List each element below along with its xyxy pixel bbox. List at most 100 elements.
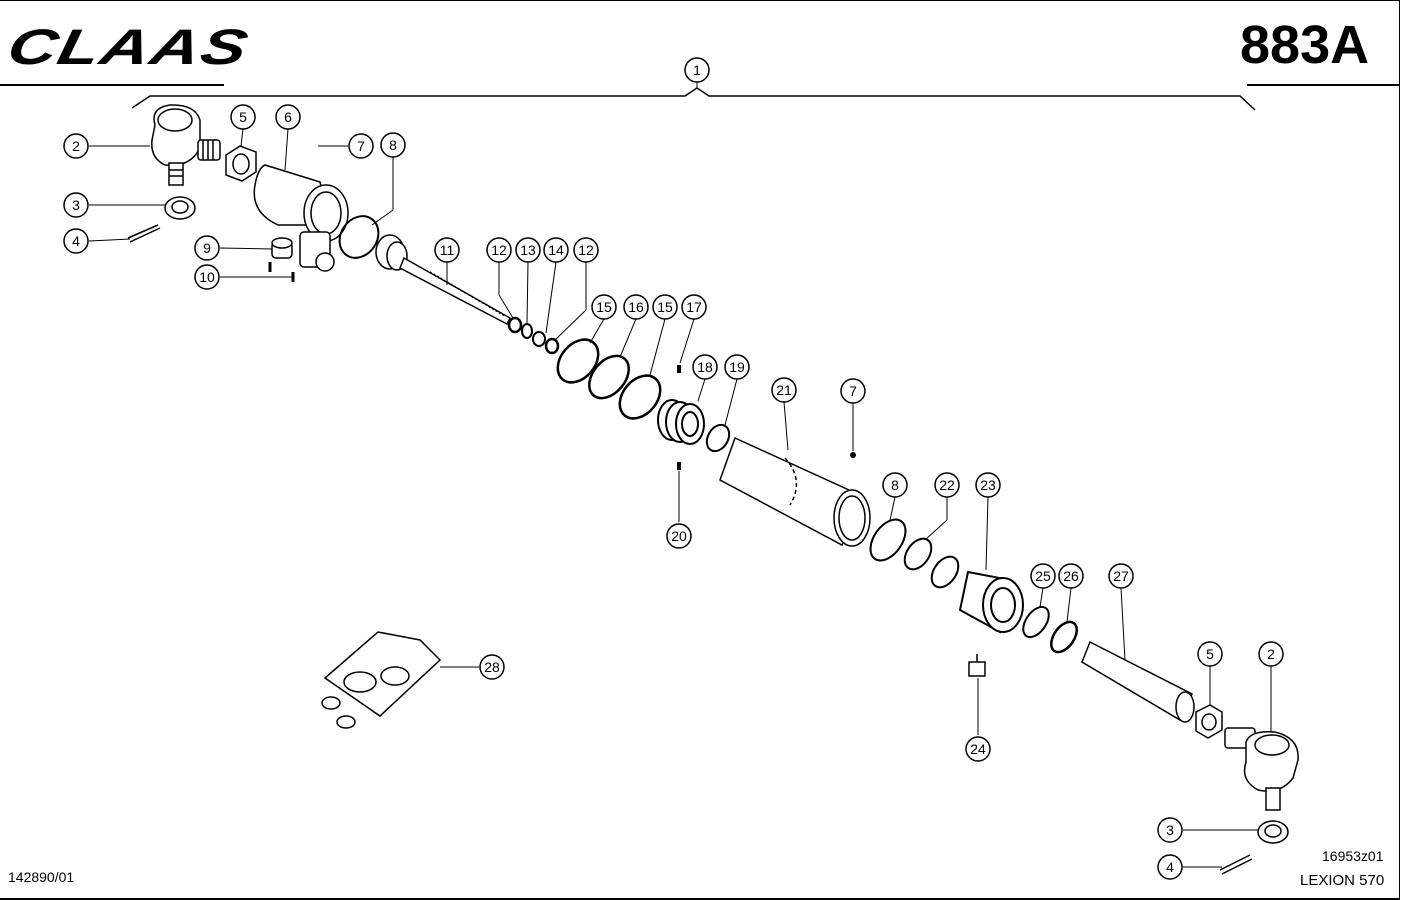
- callout-circle: [1157, 817, 1183, 843]
- callout-label: 4: [1166, 859, 1174, 875]
- callout-label: 20: [671, 528, 687, 544]
- o-ring-19: [705, 423, 731, 453]
- ring-25: [1022, 605, 1050, 639]
- callout-label: 23: [980, 477, 996, 493]
- callout-label: 5: [1206, 646, 1214, 662]
- callout-label: 4: [72, 233, 80, 249]
- callout-circle: [965, 736, 991, 762]
- callout-circle: [434, 237, 460, 263]
- callout-label: 5: [239, 109, 247, 125]
- callout-circle: [724, 354, 750, 380]
- callout-label: 6: [284, 109, 292, 125]
- callout-circle: [623, 294, 649, 320]
- castle-nut-left: [164, 196, 196, 220]
- callout-label: 8: [891, 477, 899, 493]
- callout-label: 26: [1063, 568, 1079, 584]
- ring-14: [532, 331, 546, 347]
- callout-circle: [348, 133, 374, 159]
- cylinder-tube: [719, 436, 871, 547]
- callout-circle: [1058, 563, 1084, 589]
- callout-circle: [194, 264, 220, 290]
- callout-label: 14: [548, 242, 564, 258]
- callout-circle: [573, 237, 599, 263]
- callout-label: 22: [939, 477, 955, 493]
- set-screw-20: [677, 462, 681, 470]
- callout-label: 25: [1035, 568, 1051, 584]
- callout-label: 28: [484, 659, 500, 675]
- hex-nut-right: [1195, 704, 1223, 739]
- callout-circle: [666, 523, 692, 549]
- callout-circle: [1197, 641, 1223, 667]
- leader-lines: [88, 128, 1272, 868]
- callout-circle: [275, 104, 301, 130]
- gland-23: [958, 570, 1024, 634]
- callout-circle: [63, 133, 89, 159]
- model-name: LEXION 570: [1300, 872, 1385, 889]
- callout-label: 8: [389, 137, 397, 153]
- callout-circle: [652, 294, 678, 320]
- callout-circle: [591, 294, 617, 320]
- cotter-pin-left: [127, 224, 161, 243]
- callout-label: 18: [697, 359, 713, 375]
- callout-label: 12: [578, 242, 594, 258]
- callout-label: 1: [693, 62, 701, 78]
- seal-kit-bag: [321, 631, 442, 729]
- callout-label: 19: [729, 359, 745, 375]
- callout-circle: [515, 237, 541, 263]
- header-rule-left: [0, 84, 224, 86]
- ring-12a: [507, 316, 523, 334]
- callout-circle: [1030, 563, 1056, 589]
- callout-circle: [63, 192, 89, 218]
- callout-label: 7: [357, 138, 365, 154]
- callout-circle: [840, 378, 866, 404]
- callout-circle: [1258, 641, 1284, 667]
- callout-circle: [479, 654, 505, 680]
- ring-12b: [544, 337, 560, 355]
- callout-label: 16: [628, 299, 644, 315]
- callout-circle: [380, 132, 406, 158]
- callout-circle: [194, 235, 220, 261]
- callout-label: 10: [199, 269, 215, 285]
- callout-label: 27: [1113, 568, 1129, 584]
- callout-circle: [692, 354, 718, 380]
- piston-rod: [375, 234, 511, 326]
- callout-label: 7: [849, 383, 857, 399]
- callout-circle: [684, 57, 710, 83]
- callout-label: 2: [1267, 646, 1275, 662]
- callout-label: 15: [596, 299, 612, 315]
- callout-label: 15: [657, 299, 673, 315]
- hex-nut-left: [225, 145, 257, 182]
- callout-label: 13: [520, 242, 536, 258]
- callout-circle: [975, 472, 1001, 498]
- o-ring-8-right: [869, 518, 907, 562]
- ball-joint-left: [151, 104, 221, 186]
- ring-22b: [930, 555, 960, 589]
- fitting-9: [271, 237, 293, 259]
- ring-26: [1050, 620, 1078, 654]
- callout-circle: [1157, 854, 1183, 880]
- callout-label: 21: [776, 382, 792, 398]
- callout-circle: [230, 104, 256, 130]
- seal-15a: [556, 338, 600, 384]
- cylinder-head: [253, 164, 349, 272]
- bleed-screw-7: [850, 452, 856, 458]
- callout-label: 24: [970, 741, 986, 757]
- callout-circle: [934, 472, 960, 498]
- sleeve-27: [1081, 640, 1195, 723]
- grease-nipple-24: [968, 654, 986, 677]
- callout-label: 12: [491, 242, 507, 258]
- callout-circle: [681, 294, 707, 320]
- callout-label: 3: [72, 197, 80, 213]
- set-screw-17: [677, 365, 681, 373]
- callout-circle: [882, 472, 908, 498]
- callout-label: 11: [440, 242, 455, 258]
- callout-circle: [1108, 563, 1134, 589]
- callout-circle: [543, 237, 569, 263]
- castle-nut-right: [1257, 820, 1289, 844]
- ball-joint-right: [1224, 727, 1299, 811]
- callout-label: 9: [203, 240, 211, 256]
- callout-circle: [63, 228, 89, 254]
- callout-label: 17: [686, 299, 702, 315]
